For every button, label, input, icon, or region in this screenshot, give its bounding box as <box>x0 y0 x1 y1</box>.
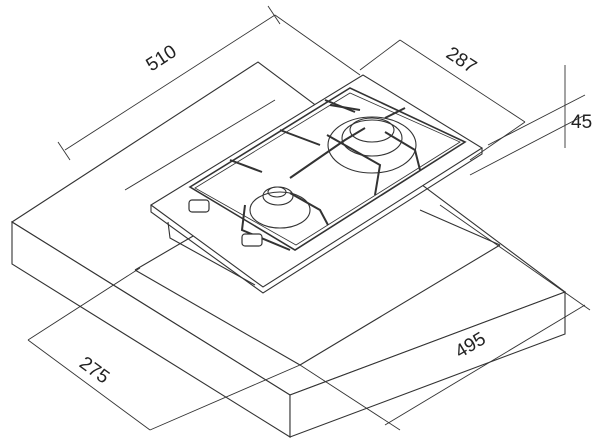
dimension-label-45: 45 <box>571 112 593 133</box>
large-burner <box>327 116 417 174</box>
cutout-outline <box>134 209 501 366</box>
dimension-lines <box>27 5 591 431</box>
control-knob <box>188 199 263 247</box>
small-burner <box>249 186 311 229</box>
pan-support <box>229 99 421 251</box>
hob <box>150 74 484 294</box>
